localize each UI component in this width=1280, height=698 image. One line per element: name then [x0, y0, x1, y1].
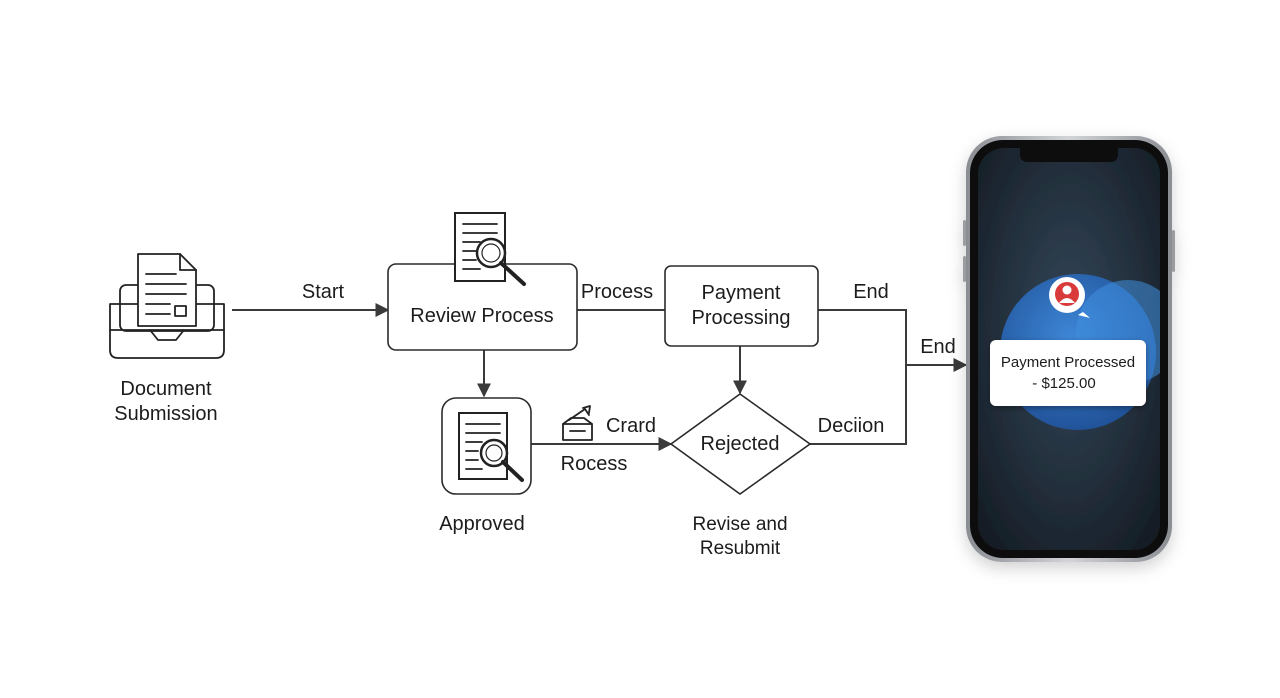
document-search-icon	[454, 212, 526, 286]
payment-processing-label-2: Processing	[692, 307, 791, 329]
inbox-tray-icon	[109, 253, 225, 359]
document-submission-label-2: Submission	[114, 403, 217, 425]
notification-title: Payment Processed	[1001, 354, 1135, 371]
rejected-label: Rejected	[701, 433, 780, 455]
review-process-node: Review Process	[387, 212, 578, 351]
document-search-icon	[458, 412, 524, 482]
notification-amount: - $125.00	[1032, 375, 1095, 392]
revise-label-2: Resubmit	[700, 538, 781, 559]
payment-processing-label-1: Payment	[702, 282, 781, 304]
payment-notification[interactable]: Payment Processed - $125.00	[990, 340, 1146, 406]
phone-notch	[1020, 148, 1118, 162]
edge-label-end-phone: End	[920, 336, 956, 358]
edge-label-end-top: End	[853, 281, 889, 303]
rejected-diamond	[669, 393, 812, 495]
edge-label-decision: Deciion	[818, 415, 885, 437]
edge-end-top	[818, 309, 907, 365]
edge-decision	[810, 365, 907, 445]
edge-label-start: Start	[302, 281, 345, 303]
document-submission-label-1: Document	[120, 378, 212, 400]
edge-label-card: Crard	[606, 415, 656, 437]
edge-label-rocess: Rocess	[561, 453, 628, 475]
payment-processing-node: Payment Processing	[664, 265, 819, 347]
review-process-label: Review Process	[410, 305, 553, 327]
approved-label: Approved	[439, 513, 525, 535]
edge-label-process: Process	[581, 281, 653, 303]
edges	[232, 303, 968, 451]
approved-node: Approved	[439, 397, 532, 535]
payment-processing-box	[664, 265, 819, 347]
card-reader-icon	[562, 405, 593, 441]
revise-label-1: Revise and	[692, 514, 787, 535]
document-submission-node: Document Submission	[109, 253, 225, 425]
rejected-node: Rejected Revise and Resubmit	[669, 393, 812, 559]
user-avatar-icon[interactable]	[1049, 277, 1090, 318]
